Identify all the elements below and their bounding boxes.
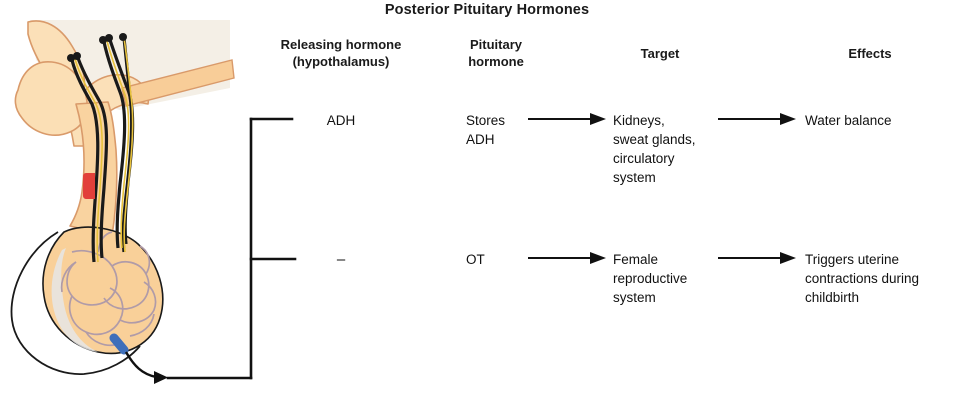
axon-bundle-highlight bbox=[74, 37, 134, 263]
column-header-releasing-hormone: Releasing hormone (hypothalamus) bbox=[246, 36, 436, 70]
adh-target-value: Kidneys, sweat glands, circulatory syste… bbox=[613, 113, 696, 185]
ot-arrow-pituitary-to-target bbox=[528, 252, 606, 264]
column-header-pituitary-hormone-line2: hormone bbox=[468, 54, 524, 69]
ot-effects-value: Triggers uterine contractions during chi… bbox=[805, 252, 920, 305]
adh-releasing-hormone-value: ADH bbox=[326, 113, 356, 128]
hypothalamus-background-tissue bbox=[14, 20, 235, 147]
ot-releasing-hormone-value: – bbox=[336, 251, 346, 268]
ot-arrow-target-to-effects bbox=[718, 252, 796, 264]
posterior-pituitary-lobe bbox=[42, 226, 164, 355]
ot-pituitary-hormone-value: OT bbox=[466, 252, 485, 267]
capillary-plexus bbox=[60, 231, 157, 347]
column-header-pituitary-hormone-line1: Pituitary bbox=[469, 37, 522, 52]
neuron-cell-bodies bbox=[67, 33, 127, 62]
artery bbox=[83, 173, 95, 199]
adh-arrow-pituitary-to-target bbox=[528, 113, 606, 125]
ot-target-value: Female reproductive system bbox=[613, 252, 688, 305]
page-title: Posterior Pituitary Hormones bbox=[384, 2, 590, 18]
column-header-target: Target bbox=[580, 45, 740, 62]
adh-effects-value: Water balance bbox=[805, 113, 892, 128]
vein bbox=[109, 333, 129, 355]
adh-arrow-target-to-effects bbox=[718, 113, 796, 125]
column-header-releasing-hormone-line1: Releasing hormone bbox=[280, 37, 402, 52]
column-header-effects-line1: Effects bbox=[848, 46, 892, 61]
column-header-releasing-hormone-line2: (hypothalamus) bbox=[292, 54, 390, 69]
column-header-pituitary-hormone: Pituitary hormone bbox=[440, 36, 552, 70]
column-header-target-line1: Target bbox=[640, 46, 680, 61]
hormone-release-arrow bbox=[124, 351, 168, 384]
connector-bracket bbox=[166, 117, 297, 380]
column-header-effects: Effects bbox=[790, 45, 950, 62]
vessel-loop bbox=[10, 231, 141, 375]
adh-pituitary-hormone-value: Stores ADH bbox=[466, 113, 506, 147]
hypothalamus-pituitary-illustration bbox=[10, 20, 235, 384]
